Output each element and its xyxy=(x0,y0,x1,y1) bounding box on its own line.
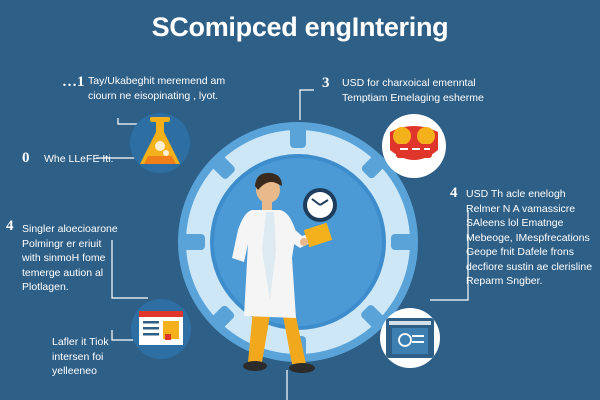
step-3-label: USD for charxoical emenntal Temptiam Eme… xyxy=(342,76,522,105)
step-4-right-line: Relmer N A vamassicre xyxy=(466,202,576,215)
step-4-right-line: Mebeoge, IMespfrecations xyxy=(466,231,590,244)
step-3-line: Temptiam Emelaging esherme xyxy=(342,91,484,104)
step-number-4-right: 4 xyxy=(450,185,458,201)
step-4-right-line: decfiore sustin ae clerisline xyxy=(466,260,593,273)
scientist-icon xyxy=(232,172,333,373)
step-4-right-line: USD Th acle enelogh xyxy=(466,188,566,200)
step-bottom-line: intersen foi xyxy=(52,350,104,363)
step-number-0: 0 xyxy=(22,150,30,166)
step-4-left-line: Plotlagen. xyxy=(22,281,69,293)
ring-notches xyxy=(181,124,415,360)
browser-window-icon xyxy=(131,299,191,359)
step-number-prefix: … xyxy=(62,74,77,90)
step-4-left-line: Polmingr er eriuit xyxy=(22,237,102,250)
step-number-3: 3 xyxy=(322,75,330,91)
step-3-line: USD for charxoical emenntal xyxy=(342,77,476,89)
step-0-line: Whe LLeFE Iti. xyxy=(44,153,114,165)
step-bottom-label: Lafler it Tiok intersen foi yelleeneo xyxy=(52,335,142,379)
document-window-icon xyxy=(380,308,440,368)
page-title: SComipced engIntering xyxy=(151,12,449,42)
step-0-label: Whe LLeFE Iti. xyxy=(44,152,144,167)
step-4-right-line: Reparm Sngber. xyxy=(466,275,543,287)
step-1-line: ciourn ne eisopinating , lyot. xyxy=(88,89,219,102)
clock-icon xyxy=(303,188,337,222)
step-4-right-line: Geope fnit Dafele frons xyxy=(466,246,574,258)
step-4-left-line: Singler aloecioarone xyxy=(22,223,118,235)
step-1-label: Tay/Ukabeghit meremend am ciourn ne eiso… xyxy=(88,74,288,103)
step-4-right-label: USD Th acle enelogh Relmer N A vamassicr… xyxy=(466,187,598,289)
step-number-4-left: 4 xyxy=(6,218,14,234)
step-4-right-line: SAleens lol Ematnge xyxy=(466,217,564,229)
step-4-left-line: temerge aution al xyxy=(22,266,104,279)
step-4-left-line: with sinmoH fome xyxy=(22,252,106,264)
step-bottom-line: Lafler it Tiok xyxy=(52,336,109,348)
step-bottom-line: yelleeneo xyxy=(52,365,97,377)
flask-icon xyxy=(130,113,190,173)
step-number-1: …1 xyxy=(62,74,85,91)
step-number-text: 1 xyxy=(77,74,85,90)
shield-badge-icon xyxy=(382,114,446,178)
step-4-left-label: Singler aloecioarone Polmingr er eriuit … xyxy=(22,222,152,295)
step-1-line: Tay/Ukabeghit meremend am xyxy=(88,75,226,87)
